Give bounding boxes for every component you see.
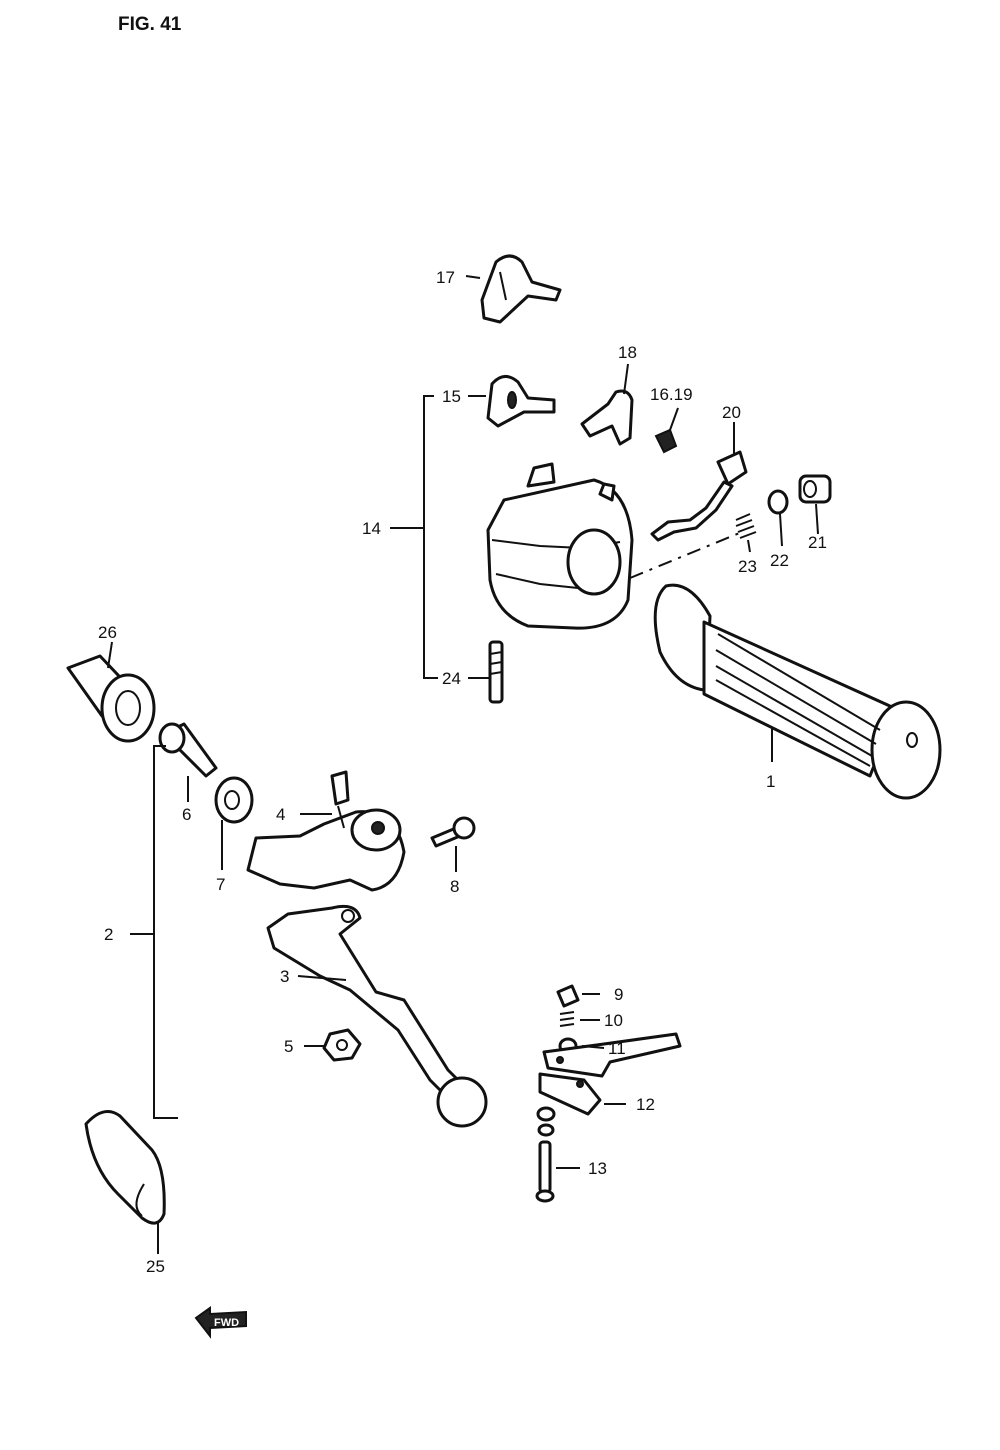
part-20-switch-arm: [650, 450, 748, 542]
part-22-washer: [767, 489, 789, 515]
callout-2: 2: [104, 925, 113, 944]
callout-6: 6: [182, 805, 191, 824]
part-10-spring: [559, 1011, 575, 1027]
callout-14: 14: [362, 519, 381, 538]
callout-15: 15: [442, 387, 461, 406]
assembly-line: [629, 531, 743, 579]
part-24-screw: [488, 640, 504, 704]
callout-10: 10: [604, 1011, 623, 1030]
part-1-grip: [653, 583, 942, 800]
callout-8: 8: [450, 877, 459, 896]
callout-12: 12: [636, 1095, 655, 1114]
part-3-lever: [266, 904, 488, 1128]
callout-16-19: 16.19: [650, 385, 693, 404]
callout-26: 26: [98, 623, 117, 642]
part-17-cover: [480, 254, 562, 324]
callout-4: 4: [276, 805, 285, 824]
part-23-spring: [735, 513, 757, 539]
part-26-boot: [66, 654, 156, 743]
lever-holder: [246, 770, 406, 892]
part-25-cover: [84, 1110, 166, 1225]
part-7-collar: [214, 776, 254, 824]
part-12-clamp: [538, 1032, 682, 1116]
callout-9: 9: [614, 985, 623, 1004]
part-16-19-screw: [654, 428, 678, 454]
callout-11: 11: [608, 1039, 626, 1058]
part-14-switch-housing: [486, 462, 634, 630]
callout-labels: 1 2 3 4 5 6 7 8 9 10 11 12 13 14 15 16.1…: [98, 268, 827, 1276]
part-5-nut: [322, 1028, 362, 1062]
part-8-screw: [430, 816, 476, 848]
part-15-knob: [486, 375, 556, 428]
callout-3: 3: [280, 967, 289, 986]
fwd-arrow: FWD: [194, 1306, 247, 1339]
fwd-label: FWD: [214, 1317, 239, 1329]
callout-22: 22: [770, 551, 789, 570]
callout-23: 23: [738, 557, 757, 576]
callout-17: 17: [436, 268, 455, 287]
callout-21: 21: [808, 533, 827, 552]
callout-20: 20: [722, 403, 741, 422]
leader-lines: [107, 275, 819, 1254]
callout-25: 25: [146, 1257, 165, 1276]
callout-7: 7: [216, 875, 225, 894]
part-18-lever: [580, 389, 634, 446]
callout-18: 18: [618, 343, 637, 362]
part-13-bolt: [535, 1106, 556, 1203]
callout-13: 13: [588, 1159, 607, 1178]
part-9-nut: [556, 984, 580, 1008]
callout-5: 5: [284, 1037, 293, 1056]
part-6-bolt: [158, 722, 218, 778]
callout-24: 24: [442, 669, 461, 688]
callout-1: 1: [766, 772, 775, 791]
figure-label: FIG. 41: [118, 14, 182, 35]
part-21-nut: [798, 474, 832, 504]
